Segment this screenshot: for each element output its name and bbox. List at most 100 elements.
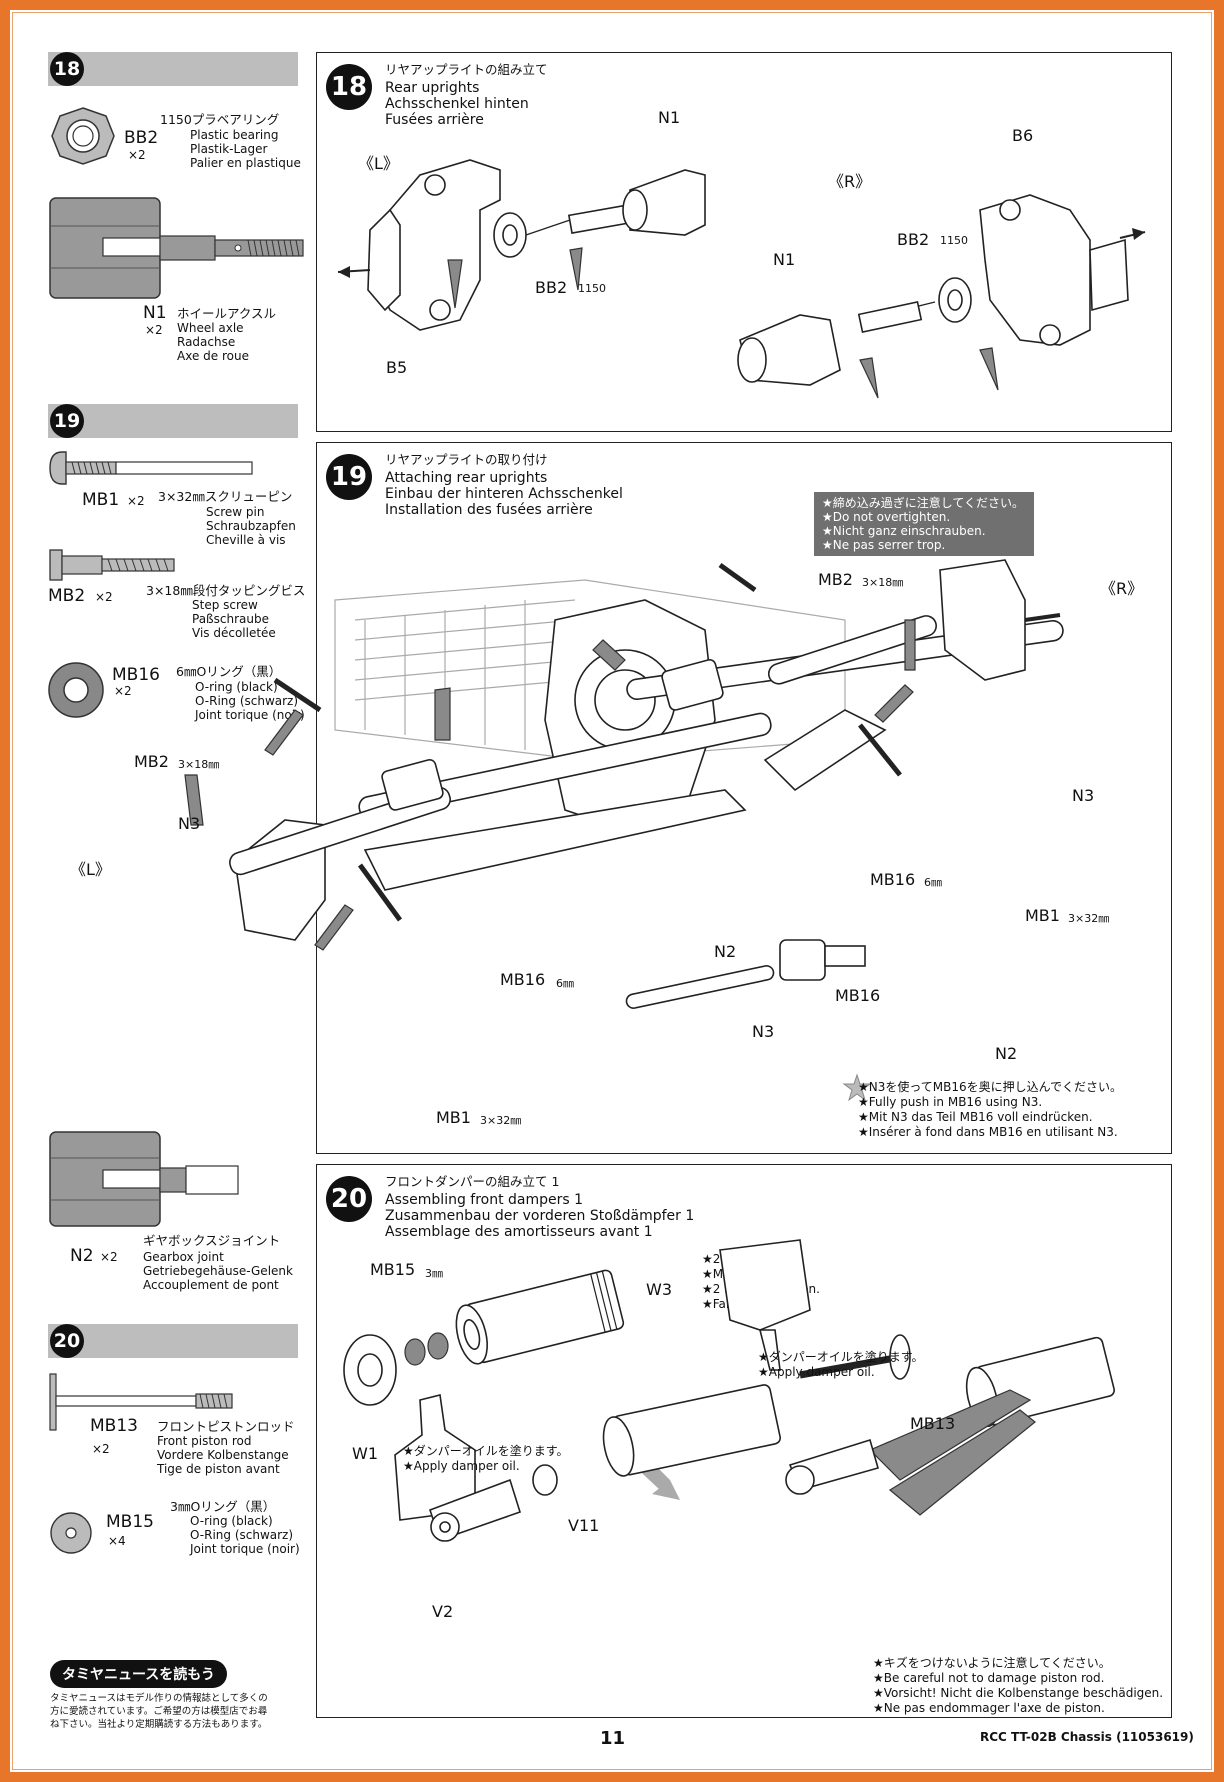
mb15-code: MB15 — [106, 1512, 154, 1532]
mb1-fr: Cheville à vis — [206, 533, 286, 547]
step20-oil1-en: ★Apply damper oil. — [403, 1459, 520, 1473]
mb13-jp: フロントピストンロッド — [157, 1419, 295, 1434]
warning-en: ★Do not overtighten. — [822, 510, 951, 524]
step19-note-fr: ★Insérer à fond dans MB16 en utilisant N… — [858, 1125, 1118, 1139]
sidebar-step-bar-20 — [48, 1324, 298, 1358]
tamiya-news-badge: タミヤニュースを読もう — [50, 1660, 227, 1688]
step19-note-jp: ★N3を使ってMB16を奥に押し込んでください。 — [858, 1080, 1123, 1094]
step20-damper-diagram — [343, 1239, 1116, 1542]
step19-mb16-left-size: 6㎜ — [556, 977, 574, 990]
step19-mb16-detail: MB16 — [835, 986, 881, 1005]
sidebar-step-number-20: 20 — [50, 1324, 84, 1358]
step19-push-star-icon — [842, 1073, 872, 1102]
mb16-en: O-ring (black) — [195, 680, 278, 694]
mb2-en: Step screw — [192, 598, 258, 612]
n1-fr: Axe de roue — [177, 349, 249, 363]
step19-title-de: Einbau der hinteren Achsschenkel — [385, 486, 623, 502]
mb15-o-ring-icon — [50, 1512, 92, 1554]
step19-mb1-left-size: 3×32㎜ — [480, 1114, 522, 1127]
step18-n1-right: N1 — [773, 250, 796, 269]
step19-title-en: Attaching rear uprights — [385, 470, 548, 486]
step19-mb1-right-size: 3×32㎜ — [1068, 912, 1110, 925]
step19-mb16-left: MB16 — [500, 970, 546, 989]
step19-n3-right: N3 — [1072, 786, 1095, 805]
step19-left-label: 《L》 — [70, 860, 111, 879]
bb2-bearing-icon — [51, 107, 115, 165]
mb2-qty: ×2 — [95, 590, 113, 604]
step18-title-en: Rear uprights — [385, 80, 480, 96]
step20-w1: W1 — [352, 1444, 378, 1463]
page-inner-border — [12, 12, 1212, 1770]
step20-mb15-size: 3㎜ — [425, 1267, 443, 1280]
bb2-jp: 1150プラベアリング — [160, 112, 280, 127]
warning-de: ★Nicht ganz einschrauben. — [822, 524, 986, 538]
step18-b6: B6 — [1012, 126, 1034, 145]
step20-title-jp: フロントダンパーの組み立て 1 — [385, 1174, 560, 1189]
n2-qty: ×2 — [100, 1250, 118, 1264]
mb13-code: MB13 — [90, 1416, 138, 1436]
step19-note-de: ★Mit N3 das Teil MB16 voll eindrücken. — [858, 1110, 1093, 1124]
step20-care-fr: ★Ne pas endommager l'axe de piston. — [873, 1701, 1105, 1715]
warning-fr: ★Ne pas serrer trop. — [822, 538, 946, 552]
step18-bb2-left-size: 1150 — [578, 282, 606, 295]
bb2-en: Plastic bearing — [190, 128, 279, 142]
step19-note-en: ★Fully push in MB16 using N3. — [858, 1095, 1043, 1109]
tamiya-news-line2: 方に愛読されています。ご希望の方は模型店でお尋 — [50, 1706, 268, 1717]
step18-b5: B5 — [386, 358, 408, 377]
mb1-screw-pin-icon — [49, 451, 253, 485]
mb16-fr: Joint torique (noir) — [195, 708, 305, 722]
mb1-jp: 3×32㎜スクリューピン — [158, 489, 293, 504]
step19-title-jp: リヤアップライトの取り付け — [385, 452, 548, 467]
n1-en: Wheel axle — [177, 321, 244, 335]
step20-oil2-en: ★Apply damper oil. — [758, 1365, 875, 1379]
mb2-fr: Vis décolletée — [192, 626, 276, 640]
step18-panel — [316, 52, 1172, 432]
step18-right-label: 《R》 — [828, 172, 872, 191]
step19-chassis-assembly-diagram — [184, 559, 1064, 1009]
step18-n1-left: N1 — [658, 108, 681, 127]
mb2-jp: 3×18㎜段付タッピングビス — [146, 583, 306, 598]
step19-n3-detail: N3 — [752, 1022, 775, 1041]
mb1-qty: ×2 — [127, 494, 145, 508]
mb15-en: O-ring (black) — [190, 1514, 273, 1528]
warning-jp: ★締め込み過ぎに注意してください。 — [822, 496, 1025, 510]
step20-title-en: Assembling front dampers 1 — [385, 1192, 584, 1208]
step19-right-label: 《R》 — [1100, 579, 1144, 598]
step20-oil1-jp: ★ダンパーオイルを塗ります。 — [403, 1444, 569, 1458]
step19-mb2-top-size: 3×18㎜ — [862, 576, 904, 589]
mb2-step-screw-icon — [49, 549, 175, 581]
n2-en: Gearbox joint — [143, 1250, 224, 1264]
footer-title: RCC TT-02B Chassis (11053619) — [980, 1730, 1194, 1744]
step20-mb13: MB13 — [910, 1414, 956, 1433]
mb1-de: Schraubzapfen — [206, 519, 296, 533]
step19-mb16-right-size: 6㎜ — [924, 876, 942, 889]
step18-bb2-right-size: 1150 — [940, 234, 968, 247]
n2-jp: ギヤボックスジョイント — [143, 1233, 281, 1248]
n1-de: Radachse — [177, 335, 236, 349]
mb13-piston-rod-icon — [49, 1373, 233, 1431]
n1-jp: ホイールアクスル — [177, 306, 277, 321]
step20-title-de: Zusammenbau der vorderen Stoßdämpfer 1 — [385, 1208, 695, 1224]
mb16-qty: ×2 — [114, 684, 132, 698]
step20-number: 20 — [326, 1176, 372, 1222]
tamiya-news-line1: タミヤニュースはモデル作りの情報誌として多くの — [50, 1693, 268, 1704]
n1-wheel-axle-icon — [49, 197, 304, 299]
bb2-qty: ×2 — [128, 148, 146, 162]
sidebar-step-number-19: 19 — [50, 404, 84, 438]
step18-title-jp: リヤアップライトの組み立て — [385, 62, 548, 77]
mb16-o-ring-icon — [48, 662, 104, 718]
bb2-fr: Palier en plastique — [190, 156, 301, 170]
mb2-code: MB2 — [48, 586, 86, 606]
step19-mb2-top: MB2 — [818, 570, 853, 589]
sidebar-step-number-18: 18 — [50, 52, 84, 86]
step20-w3: W3 — [646, 1280, 672, 1299]
n1-qty: ×2 — [145, 323, 163, 337]
step19-warning-box: ★締め込み過ぎに注意してください。 ★Do not overtighten. ★… — [814, 492, 1034, 556]
step20-care-de: ★Vorsicht! Nicht die Kolbenstange beschä… — [873, 1686, 1164, 1700]
step18-left-upright-diagram — [337, 159, 706, 331]
tamiya-news-line3: ね下さい。当社より定期購読する方法もあります。 — [50, 1719, 268, 1730]
mb1-code: MB1 — [82, 490, 120, 510]
step19-number: 19 — [326, 454, 372, 500]
step19-mb16-right: MB16 — [870, 870, 916, 889]
